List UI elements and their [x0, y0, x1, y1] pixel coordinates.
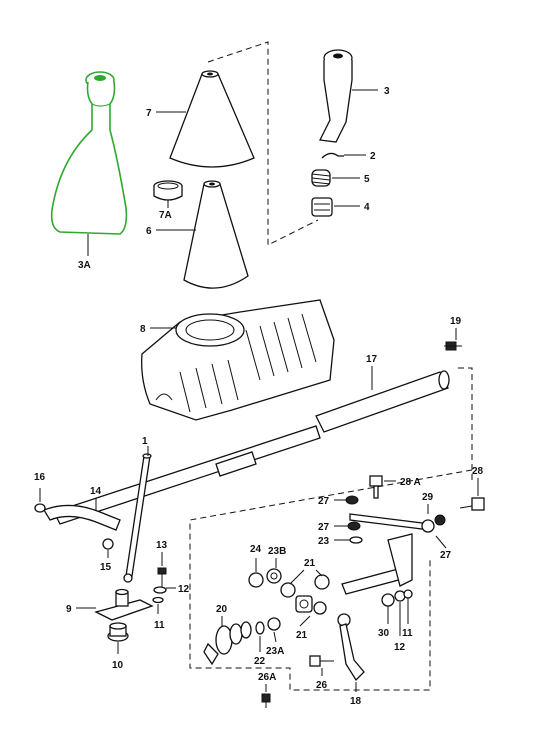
ring-21-left — [280, 582, 296, 598]
ring-21-right — [314, 574, 330, 590]
washer-11 — [152, 596, 164, 604]
label-2: 2 — [370, 151, 376, 162]
linkage-shaft — [341, 533, 413, 595]
shift-rod-17 — [53, 370, 450, 525]
label-13: 13 — [156, 540, 168, 551]
label-3a: 3A — [78, 260, 91, 271]
label-11a: 11 — [154, 620, 165, 631]
label-6: 6 — [146, 226, 152, 237]
bearing-10 — [107, 622, 129, 642]
label-15: 15 — [100, 562, 112, 573]
label-23b: 23B — [268, 546, 286, 557]
label-21a: 21 — [304, 558, 316, 569]
bushing-16 — [34, 503, 46, 513]
label-27b: 27 — [318, 522, 330, 533]
insert-4 — [311, 197, 333, 217]
label-28: 28 — [472, 466, 484, 477]
bolt-26 — [309, 655, 334, 667]
label-4: 4 — [364, 202, 370, 213]
label-7: 7 — [146, 108, 152, 119]
ring-21-lower — [313, 601, 327, 615]
washer-23 — [349, 536, 363, 544]
label-20: 20 — [216, 604, 228, 615]
nut-27-top — [345, 495, 359, 505]
label-22: 22 — [254, 656, 266, 667]
tunnel-cover-8 — [141, 299, 335, 421]
spring-5 — [311, 169, 331, 187]
boundary-linkage-group — [189, 367, 473, 691]
label-5: 5 — [364, 174, 370, 185]
label-24: 24 — [250, 544, 262, 555]
joint-housing-21 — [295, 595, 313, 613]
ring-22 — [255, 621, 265, 635]
washer-15 — [102, 538, 114, 550]
label-7a: 7A — [159, 210, 172, 221]
label-21b: 21 — [296, 630, 308, 641]
selector-lever-18 — [337, 613, 365, 682]
bolt-28a — [369, 475, 383, 499]
label-11b: 11 — [402, 628, 413, 639]
label-23a: 23 — [318, 536, 330, 547]
retaining-ring-7a — [153, 180, 183, 201]
label-27c: 27 — [440, 550, 452, 561]
boundary-knob-group — [207, 41, 319, 246]
label-8: 8 — [140, 324, 146, 335]
label-14: 14 — [90, 486, 102, 497]
label-16: 16 — [34, 472, 46, 483]
label-3: 3 — [384, 86, 390, 97]
nut-27-mid — [347, 521, 361, 531]
clip-2 — [321, 152, 344, 159]
bolt-19 — [444, 341, 462, 351]
label-10: 10 — [112, 660, 124, 671]
label-29: 29 — [422, 492, 434, 503]
label-19: 19 — [450, 316, 462, 327]
shift-lever-1 — [123, 453, 152, 583]
label-26: 26 — [316, 680, 328, 691]
nut-24 — [248, 572, 264, 588]
label-23c: 23A — [266, 646, 284, 657]
link-29 — [349, 513, 446, 533]
washer-11-right — [403, 589, 413, 599]
boot-cone-7 — [169, 70, 255, 168]
washer-12 — [153, 586, 167, 594]
base-plate-9 — [94, 588, 154, 621]
washer-12-right — [394, 590, 406, 602]
label-12b: 12 — [394, 642, 406, 653]
rod-end-14 — [43, 504, 121, 531]
label-26a: 26A — [258, 672, 276, 683]
boot-6 — [183, 180, 249, 289]
label-17: 17 — [366, 354, 378, 365]
label-30: 30 — [378, 628, 390, 639]
coupling-20 — [203, 621, 252, 666]
shift-knob-3 — [319, 49, 353, 143]
bolt-28 — [459, 497, 485, 511]
label-9: 9 — [66, 604, 72, 615]
label-27a: 27 — [318, 496, 330, 507]
label-1: 1 — [142, 436, 148, 447]
bushing-23a — [267, 617, 281, 631]
label-28a: 28 A — [400, 477, 421, 488]
screw-26a — [261, 693, 271, 708]
label-12a: 12 — [178, 584, 190, 595]
washer-30 — [381, 593, 395, 607]
label-18: 18 — [350, 696, 362, 707]
shift-knob-boot-3a — [50, 71, 128, 235]
